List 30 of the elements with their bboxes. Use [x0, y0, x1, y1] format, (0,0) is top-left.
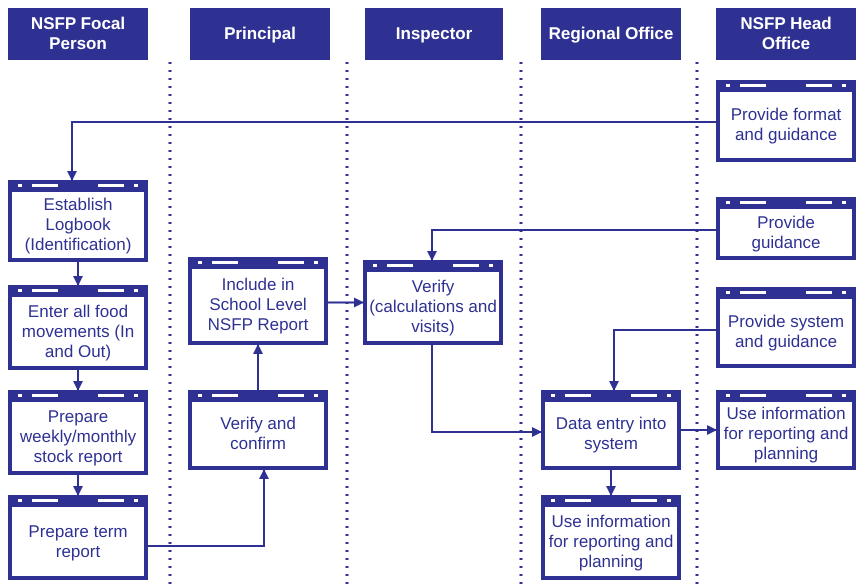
arrow — [431, 345, 542, 437]
process-box: Enter all food movements (In and Out) — [8, 285, 148, 370]
arrow — [148, 469, 269, 547]
arrow — [67, 121, 716, 181]
arrow — [73, 475, 83, 496]
arrow — [427, 229, 716, 261]
process-box: Data entry into system — [541, 390, 681, 470]
arrow — [73, 262, 83, 286]
process-box: Prepare term report — [8, 495, 148, 580]
lane-header: Principal — [190, 8, 330, 60]
process-box: Provide system and guidance — [716, 287, 856, 368]
lane-header: Inspector — [365, 8, 503, 60]
process-box: Use information for reporting and planning — [541, 495, 681, 580]
process-box: Prepare weekly/monthly stock report — [8, 390, 148, 475]
lane-header: Regional Office — [541, 8, 681, 60]
lane-header: NSFP Focal Person — [8, 8, 148, 60]
process-box: Verify and confirm — [188, 390, 328, 470]
lane-header: NSFP Head Office — [716, 8, 856, 60]
arrow — [609, 329, 716, 391]
process-box: Include in School Level NSFP Report — [188, 257, 328, 345]
process-box: Provide guidance — [716, 197, 856, 260]
process-box: Verify (calculations and visits) — [363, 260, 503, 345]
arrow — [73, 370, 83, 391]
process-box: Use information for reporting and planning — [716, 390, 856, 470]
arrow — [253, 344, 263, 390]
arrow — [328, 298, 364, 308]
process-box: Provide format and guidance — [716, 80, 856, 162]
arrow — [606, 470, 616, 496]
process-box: Establish Logbook (Identification) — [8, 180, 148, 262]
arrow — [681, 425, 717, 435]
